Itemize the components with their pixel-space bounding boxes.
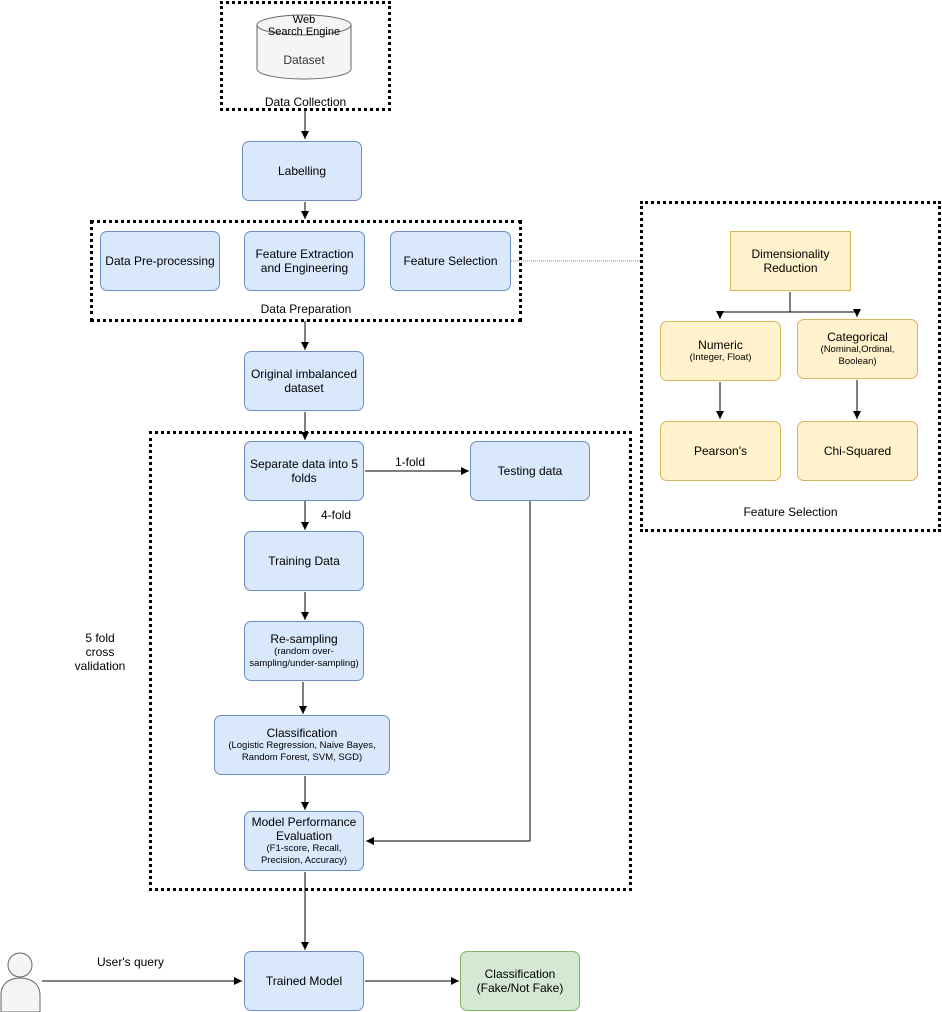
one-fold-label: 1-fold: [395, 455, 426, 469]
resampling-sub1: (random over-: [274, 646, 334, 657]
feature-extraction-line2: and Engineering: [260, 261, 349, 275]
imbalanced-line2: dataset: [284, 381, 324, 395]
testing-data-text: Testing data: [497, 464, 563, 478]
preprocessing-text: Data Pre-processing: [105, 254, 215, 268]
classification-sub1: (Logistic Regression, Naive Bayes,: [228, 740, 376, 751]
final-classification-box[interactable]: Classification (Fake/Not Fake): [460, 951, 580, 1011]
four-fold-label: 4-fold: [321, 508, 352, 522]
separate-line1: Separate data into 5: [249, 457, 359, 471]
classification-title: Classification: [266, 726, 338, 740]
dimred-line1: Dimensionality: [751, 247, 830, 261]
classification-sub2: Random Forest, SVM, SGD): [241, 752, 363, 763]
labelling-box[interactable]: Labelling: [242, 141, 362, 201]
resampling-title: Re-sampling: [270, 632, 338, 646]
model-evaluation-box[interactable]: Model Performance Evaluation (F1-score, …: [244, 811, 364, 871]
final-classification-line2: (Fake/Not Fake): [476, 981, 564, 995]
cross-validation-side-label-3: validation: [74, 659, 126, 673]
categorical-box[interactable]: Categorical (Nominal,Ordinal, Boolean): [797, 319, 918, 379]
categorical-sub2: Boolean): [838, 356, 877, 367]
feature-extraction-line1: Feature Extraction: [255, 247, 354, 261]
numeric-sub: (Integer, Float): [689, 352, 752, 363]
labelling-text: Labelling: [277, 164, 327, 178]
feature-selection-text: Feature Selection: [403, 254, 498, 268]
training-data-box[interactable]: Training Data: [244, 531, 364, 591]
dimred-line2: Reduction: [763, 261, 818, 275]
feature-selection-panel: [640, 201, 941, 532]
numeric-title: Numeric: [698, 338, 743, 352]
feature-extraction-box[interactable]: Feature Extraction and Engineering: [244, 231, 365, 291]
data-collection-group: [220, 1, 391, 111]
categorical-sub1: (Nominal,Ordinal,: [820, 344, 895, 355]
trained-model-box[interactable]: Trained Model: [244, 951, 364, 1011]
cylinder-label-dataset: Dataset: [283, 53, 325, 67]
categorical-title: Categorical: [827, 330, 888, 344]
pearson-box[interactable]: Pearson's: [660, 421, 781, 481]
user-query-label: User's query: [97, 955, 164, 969]
final-classification-line1: Classification: [484, 967, 556, 981]
training-data-text: Training Data: [268, 554, 340, 568]
data-preparation-group: [90, 220, 522, 322]
user-person-icon: [0, 952, 41, 1012]
feature-selection-panel-label: Feature Selection: [743, 505, 838, 519]
evaluation-line2: Evaluation: [275, 829, 333, 843]
trained-model-text: Trained Model: [265, 974, 343, 988]
cross-validation-side-label-2: cross: [85, 645, 115, 659]
imbalanced-line1: Original imbalanced: [250, 367, 358, 381]
database-cylinder-icon: [256, 14, 352, 80]
data-preparation-label: Data Preparation: [260, 302, 352, 316]
imbalanced-dataset-box[interactable]: Original imbalanced dataset: [244, 351, 364, 411]
numeric-box[interactable]: Numeric (Integer, Float): [660, 321, 781, 381]
cylinder-text-web: Web: [292, 14, 316, 26]
pearson-text: Pearson's: [694, 444, 747, 458]
resampling-sub2: sampling/under-sampling): [249, 658, 359, 669]
cross-validation-group: [149, 431, 632, 891]
data-collection-label: Data Collection: [264, 95, 347, 109]
cylinder-text-search-engine: Search Engine: [267, 26, 341, 38]
dimensionality-reduction-box[interactable]: Dimensionality Reduction: [730, 231, 851, 291]
evaluation-line1: Model Performance: [251, 815, 357, 829]
testing-data-box[interactable]: Testing data: [470, 441, 590, 501]
arrow-dimred-to-categorical: [790, 309, 861, 317]
arrow-testing-to-evaluation: [366, 501, 531, 845]
arrow-dimred-to-numeric: [716, 292, 791, 319]
cross-validation-side-label-1: 5 fold: [85, 631, 115, 645]
separate-folds-box[interactable]: Separate data into 5 folds: [244, 441, 364, 501]
evaluation-sub2: Precision, Accuracy): [260, 855, 348, 866]
evaluation-sub1: (F1-score, Recall,: [266, 843, 342, 854]
chisquared-box[interactable]: Chi-Squared: [797, 421, 918, 481]
resampling-box[interactable]: Re-sampling (random over- sampling/under…: [244, 621, 364, 681]
feature-selection-box[interactable]: Feature Selection: [390, 231, 511, 291]
preprocessing-box[interactable]: Data Pre-processing: [100, 231, 220, 291]
separate-line2: folds: [291, 471, 317, 485]
classification-methods-box[interactable]: Classification (Logistic Regression, Nai…: [214, 715, 390, 775]
chisquared-text: Chi-Squared: [823, 444, 892, 458]
